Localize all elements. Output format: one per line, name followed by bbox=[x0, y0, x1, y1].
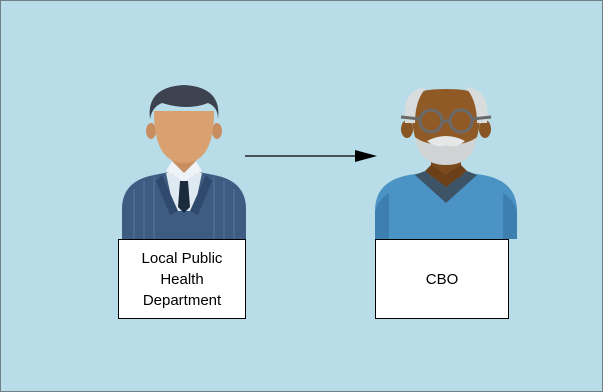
connector-arrow bbox=[245, 150, 377, 162]
node-label-health-dept-text: Local Public Health Department bbox=[141, 249, 223, 309]
node-label-cbo-text: CBO bbox=[425, 270, 459, 288]
node-label-health-dept: Local Public Health Department bbox=[118, 239, 246, 319]
man-in-suit-icon bbox=[122, 85, 246, 239]
elderly-man-with-glasses-icon bbox=[375, 87, 517, 239]
node-label-cbo: CBO bbox=[375, 239, 509, 319]
